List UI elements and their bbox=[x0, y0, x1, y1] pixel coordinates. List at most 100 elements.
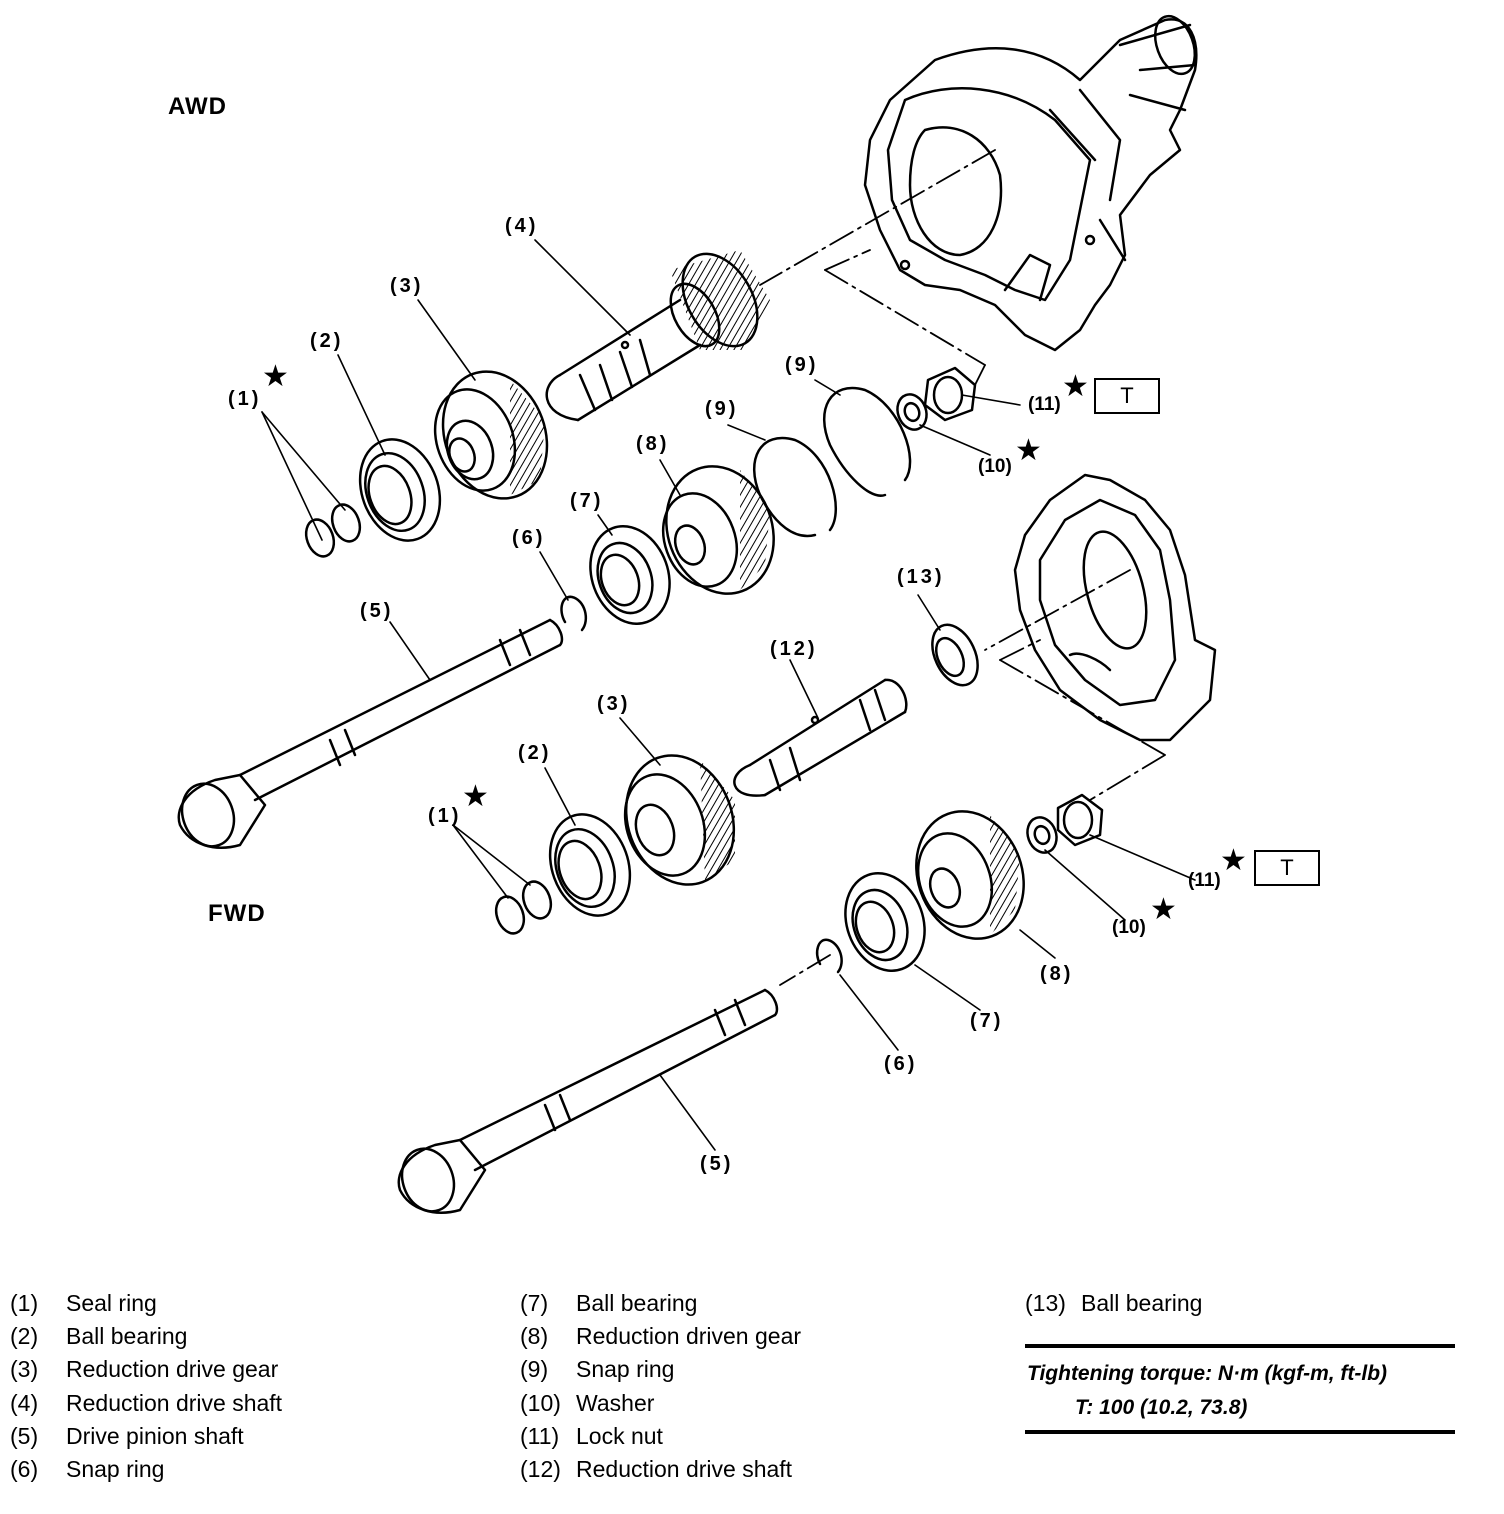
awd-star-1: ★ bbox=[262, 360, 289, 393]
awd-callout-2: (2) bbox=[310, 330, 344, 352]
fwd-snap-ring-6 bbox=[816, 938, 843, 974]
awd-callout-7: (7) bbox=[570, 490, 604, 512]
legend-num: (5) bbox=[10, 1422, 39, 1449]
legend-name: Reduction drive gear bbox=[66, 1356, 279, 1383]
legend-name: Lock nut bbox=[576, 1422, 663, 1449]
fwd-ball-bearing bbox=[548, 813, 632, 917]
fwd-lock-nut bbox=[1056, 793, 1104, 847]
fwd-callout-5: (5) bbox=[700, 1153, 734, 1175]
awd-centerline bbox=[759, 149, 996, 386]
awd-drive-pinion-shaft bbox=[177, 618, 564, 849]
awd-reduction-drive-shaft bbox=[545, 250, 770, 422]
legend-name: Snap ring bbox=[576, 1356, 675, 1383]
fwd-torque-marker: T bbox=[1254, 850, 1320, 886]
legend-num: (11) bbox=[520, 1422, 560, 1449]
fwd-ball-bearing-7 bbox=[844, 872, 926, 972]
legend-name: Washer bbox=[576, 1389, 655, 1416]
legend-item: (10) Washer bbox=[520, 1390, 801, 1423]
legend-num: (3) bbox=[10, 1356, 39, 1383]
legend-item: (1) Seal ring bbox=[10, 1290, 282, 1323]
awd-callout-10: (10) bbox=[978, 456, 1012, 477]
legend-name: Seal ring bbox=[66, 1290, 157, 1316]
fwd-callout-7: (7) bbox=[970, 1010, 1004, 1032]
legend-name: Reduction driven gear bbox=[576, 1323, 802, 1350]
legend-name: Drive pinion shaft bbox=[66, 1422, 244, 1449]
awd-ball-bearing-7 bbox=[589, 525, 671, 625]
legend-name: Ball bearing bbox=[1081, 1290, 1203, 1316]
awd-washer bbox=[896, 393, 928, 431]
fwd-drive-pinion-shaft bbox=[397, 988, 779, 1214]
legend-column-1: (1) Seal ring (2) Ball bearing (3) Reductio… bbox=[10, 1290, 282, 1489]
awd-star-10: ★ bbox=[1015, 434, 1042, 467]
fwd-callout-11: (11) bbox=[1188, 870, 1221, 891]
awd-transfer-housing bbox=[863, 14, 1198, 352]
fwd-callout-10: (10) bbox=[1112, 917, 1146, 938]
fwd-star-1: ★ bbox=[462, 780, 489, 813]
legend-num: (4) bbox=[10, 1389, 39, 1416]
fwd-callout-8: (8) bbox=[1040, 963, 1074, 985]
awd-callout-1: (1) bbox=[228, 388, 262, 410]
awd-callout-11: (11) bbox=[1028, 394, 1061, 415]
legend-num: (10) bbox=[520, 1389, 561, 1416]
legend-num: (13) bbox=[1025, 1290, 1066, 1316]
awd-callout-3: (3) bbox=[390, 275, 424, 297]
legend-column-3: (13) Ball bearing bbox=[1025, 1290, 1202, 1323]
legend-item: (8) Reduction driven gear bbox=[520, 1323, 801, 1356]
legend-name: Ball bearing bbox=[66, 1323, 188, 1350]
fwd-reduction-drive-shaft bbox=[733, 678, 908, 797]
fwd-centerline bbox=[779, 569, 1166, 986]
legend-item: (3) Reduction drive gear bbox=[10, 1356, 282, 1389]
legend-name: Reduction drive shaft bbox=[66, 1389, 283, 1416]
fwd-transfer-housing bbox=[1013, 473, 1217, 742]
legend-column-2: (7) Ball bearing (8) Reduction driven gear… bbox=[520, 1290, 801, 1489]
torque-spec-box: Tightening torque: N·m (kgf-m, ft-lb) T:… bbox=[1025, 1344, 1455, 1434]
legend-num: (2) bbox=[10, 1323, 39, 1350]
legend-item: (12) Reduction drive shaft bbox=[520, 1456, 801, 1489]
legend-num: (1) bbox=[10, 1290, 39, 1316]
legend-item: (11) Lock nut bbox=[520, 1423, 801, 1456]
fwd-callout-12: (12) bbox=[770, 638, 818, 660]
legend-item: (13) Ball bearing bbox=[1025, 1290, 1202, 1323]
fwd-section-label: FWD bbox=[208, 900, 266, 927]
fwd-star-10: ★ bbox=[1150, 893, 1177, 926]
legend-num: (7) bbox=[520, 1290, 549, 1316]
leader-lines bbox=[261, 239, 1196, 1151]
awd-ball-bearing bbox=[358, 438, 442, 542]
fwd-reduction-driven-gear bbox=[915, 810, 1025, 940]
legend-name: Reduction drive shaft bbox=[576, 1455, 793, 1482]
torque-title: Tightening torque: N·m (kgf-m, ft-lb) bbox=[1027, 1362, 1388, 1385]
legend-item: (6) Snap ring bbox=[10, 1456, 282, 1489]
legend-name: Snap ring bbox=[66, 1455, 165, 1482]
awd-callout-8: (8) bbox=[636, 433, 670, 455]
fwd-reduction-drive-gear bbox=[623, 754, 736, 886]
legend-item: (7) Ball bearing bbox=[520, 1290, 801, 1323]
awd-callout-9b: (9) bbox=[785, 354, 819, 376]
legend-num: (9) bbox=[520, 1356, 549, 1383]
fwd-seal-rings bbox=[494, 880, 553, 935]
awd-reduction-drive-gear bbox=[433, 370, 549, 500]
legend-item: (2) Ball bearing bbox=[10, 1323, 282, 1356]
legend-item: (5) Drive pinion shaft bbox=[10, 1423, 282, 1456]
awd-lock-nut bbox=[923, 366, 977, 422]
legend-num: (6) bbox=[10, 1455, 39, 1482]
awd-callout-6: (6) bbox=[512, 527, 546, 549]
awd-star-11: ★ bbox=[1062, 370, 1089, 403]
fwd-callout-3: (3) bbox=[597, 693, 631, 715]
torque-value: T: 100 (10.2, 73.8) bbox=[1075, 1396, 1248, 1419]
fwd-washer bbox=[1026, 816, 1058, 854]
awd-seal-rings bbox=[304, 503, 362, 558]
legend-num: (12) bbox=[520, 1455, 561, 1482]
awd-callout-9a: (9) bbox=[705, 398, 739, 420]
fwd-callout-6: (6) bbox=[884, 1053, 918, 1075]
awd-reduction-driven-gear bbox=[661, 465, 775, 595]
legend-name: Ball bearing bbox=[576, 1290, 698, 1316]
legend-num: (8) bbox=[520, 1323, 549, 1350]
awd-snap-ring-6 bbox=[560, 595, 588, 632]
awd-snap-rings bbox=[752, 386, 912, 538]
fwd-callout-1: (1) bbox=[428, 805, 462, 827]
legend-item: (9) Snap ring bbox=[520, 1356, 801, 1389]
awd-section-label: AWD bbox=[168, 93, 227, 120]
awd-callout-5: (5) bbox=[360, 600, 394, 622]
fwd-ball-bearing-13 bbox=[931, 623, 979, 687]
fwd-callout-2: (2) bbox=[518, 742, 552, 764]
